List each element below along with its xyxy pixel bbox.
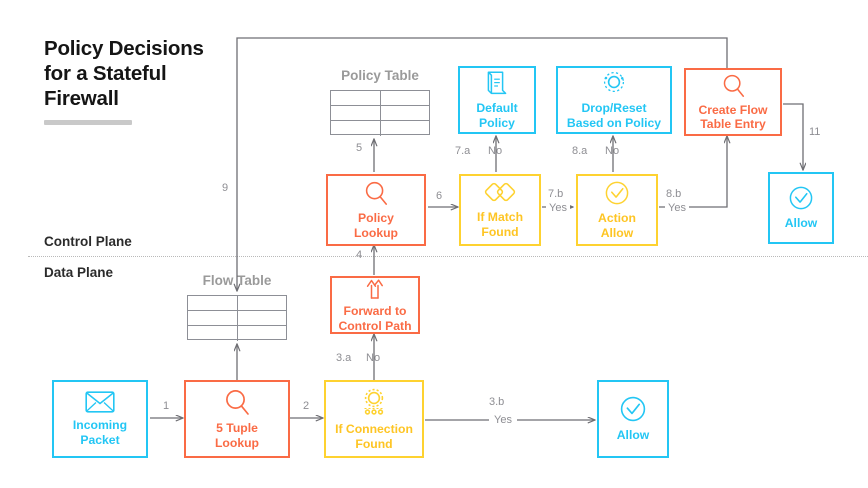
node-default-policy[interactable]: Default Policy: [458, 66, 536, 134]
wire-label-1-step: 1: [163, 400, 170, 412]
check-circle-icon: [788, 185, 814, 211]
wire-label-9-step: 9: [222, 182, 229, 194]
node-drop-reset-policy[interactable]: Drop/Reset Based on Policy: [556, 66, 672, 134]
node-label: 5 Tuple Lookup: [214, 421, 259, 450]
wire-label-8a-step: 8.a: [572, 145, 588, 157]
node-if-match-found[interactable]: If Match Found: [459, 174, 541, 246]
data-plane-label: Data Plane: [44, 265, 114, 280]
node-forward-to-control-path[interactable]: Forward to Control Path: [330, 276, 420, 334]
fork-arrow-icon: [363, 277, 387, 299]
node-allow-control[interactable]: Allow: [768, 172, 834, 244]
policy-table-caption: Policy Table: [341, 68, 419, 83]
diamonds-icon: [483, 181, 517, 205]
wire-label-8a-verdict: No: [605, 145, 620, 157]
magnifier-icon: [721, 73, 746, 98]
wire-label-5-step: 5: [356, 142, 363, 154]
control-plane-label: Control Plane: [44, 234, 132, 249]
wire-label-6-step: 6: [436, 190, 443, 202]
wire-label-7a-step: 7.a: [455, 145, 471, 157]
node-label: Incoming Packet: [72, 418, 128, 447]
node-create-flow-table-entry[interactable]: Create Flow Table Entry: [684, 68, 782, 136]
wire-label-3a-step: 3.a: [336, 352, 352, 364]
flow-table: [187, 295, 287, 341]
document-icon: [485, 70, 509, 96]
node-allow-data[interactable]: Allow: [597, 380, 669, 458]
node-label: Create Flow Table Entry: [698, 102, 768, 131]
node-label: Allow: [784, 216, 818, 231]
policy-table: [330, 90, 430, 136]
node-label: If Match Found: [476, 210, 524, 239]
wire-label-3b-verdict: Yes: [489, 414, 517, 426]
title-line-3: Firewall: [44, 87, 119, 110]
check-circle-icon: [604, 180, 630, 206]
wire-label-2-step: 2: [303, 400, 310, 412]
node-label: Drop/Reset Based on Policy: [566, 101, 662, 130]
magnifier-icon: [223, 388, 251, 416]
plane-divider: [28, 256, 868, 257]
wire-label-7a-verdict: No: [488, 145, 503, 157]
wire-label-3a-verdict: No: [366, 352, 381, 364]
wire-label-8b-step: 8.b: [666, 188, 682, 200]
wire-label-11-step: 11: [809, 126, 821, 138]
check-circle-icon: [619, 395, 647, 423]
node-label: Action Allow: [598, 211, 636, 240]
node-label: Default Policy: [476, 101, 518, 130]
node-policy-lookup[interactable]: Policy Lookup: [326, 174, 426, 246]
title-line-1: Policy Decisions: [44, 37, 204, 60]
magnifier-icon: [363, 180, 389, 206]
title-line-2: for a Stateful: [44, 62, 167, 85]
wire-label-3b-step: 3.b: [489, 396, 505, 408]
wire-label-7b-verdict: Yes: [546, 202, 570, 214]
wire-label-7b-step: 7.b: [548, 188, 564, 200]
page-title: Policy Decisions for a Stateful Firewall: [44, 36, 274, 111]
node-5-tuple-lookup[interactable]: 5 Tuple Lookup: [184, 380, 290, 458]
node-label: Allow: [616, 428, 650, 443]
node-action-allow[interactable]: Action Allow: [576, 174, 658, 246]
wire-11: [783, 103, 803, 170]
node-label: Forward to Control Path: [338, 304, 412, 333]
dashed-orbit-icon: [599, 70, 629, 96]
wire-label-8b-verdict: Yes: [665, 202, 689, 214]
envelope-icon: [85, 391, 115, 413]
wire-label-4-step: 4: [356, 249, 363, 261]
node-label: Policy Lookup: [353, 211, 398, 240]
node-if-connection-found[interactable]: If Connection Found: [324, 380, 424, 458]
title-underline-rule: [44, 120, 132, 125]
node-incoming-packet[interactable]: Incoming Packet: [52, 380, 148, 458]
node-label: If Connection Found: [335, 422, 413, 451]
flow-table-caption: Flow Table: [202, 273, 272, 288]
gear-dots-icon: [358, 387, 390, 417]
